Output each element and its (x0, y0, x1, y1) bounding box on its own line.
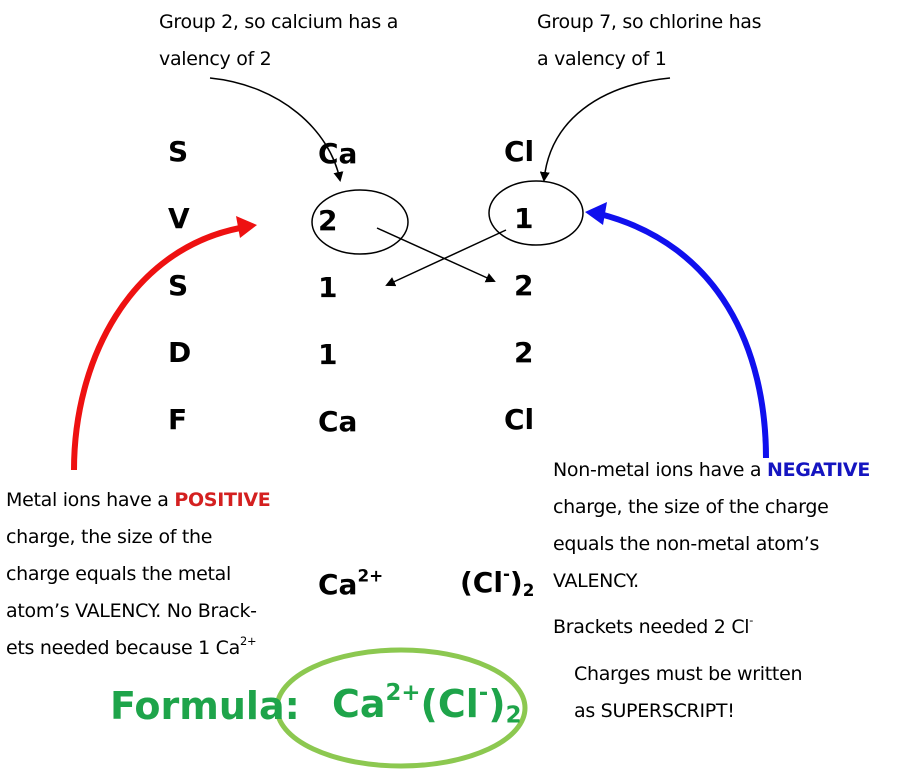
formula-circle (274, 647, 528, 769)
formula-bracket: ) (488, 682, 506, 726)
calcium-ion: Ca2+ (318, 565, 384, 601)
swap-arrow-cl-to-ca (385, 229, 507, 287)
chlorine-divide: 2 (514, 336, 534, 369)
formula-cl: (Cl (420, 682, 479, 726)
ion-bracket: ) (509, 566, 523, 599)
superscript-note: Charges must be written as SUPERSCRIPT! (574, 656, 803, 730)
nonmetal-ion-note: Non-metal ions have a NEGATIVE charge, t… (553, 452, 870, 600)
blue-arrowhead (585, 202, 607, 225)
note-text: Brackets needed 2 Cl (553, 616, 750, 638)
label-v: V (168, 202, 190, 235)
calcium-valency-circle (311, 189, 409, 255)
label-f: F (168, 403, 188, 436)
calcium-divide: 1 (318, 338, 338, 371)
note-line: valency of 2 (159, 48, 272, 70)
calcium-valency: 2 (318, 204, 338, 237)
chlorine-valency: 1 (514, 202, 534, 235)
ion-count: 2 (522, 580, 535, 601)
note-superscript: - (749, 612, 754, 627)
note-line: as SUPERSCRIPT! (574, 700, 735, 722)
note-text: ets needed because 1 Ca (6, 637, 240, 659)
note-line: Group 7, so chlorine has (537, 11, 762, 33)
metal-ion-note: Metal ions have a POSITIVE charge, the s… (6, 482, 271, 667)
chlorine-final: Cl (504, 403, 535, 436)
formula-label: Formula: (110, 684, 300, 728)
note-text: Metal ions have a (6, 489, 175, 511)
note-text: Non-metal ions have a (553, 459, 767, 481)
note-line: Group 2, so calcium has a (159, 11, 399, 33)
formula-count: 2 (505, 702, 522, 729)
ion-charge: 2+ (357, 565, 384, 586)
positive-highlight: POSITIVE (174, 489, 271, 511)
calcium-callout-arrow (209, 77, 344, 182)
swap-arrow-ca-to-cl (376, 227, 496, 283)
formula-cl-charge: - (478, 679, 489, 706)
chlorine-valency-circle (488, 180, 584, 246)
note-line: a valency of 1 (537, 48, 667, 70)
ion-symbol: (Cl (460, 566, 503, 599)
note-line: Charges must be written (574, 663, 803, 685)
formula-value: Ca2+(Cl-)2 (332, 679, 522, 729)
chlorine-group-note: Group 7, so chlorine has a valency of 1 (537, 4, 762, 78)
red-positive-arrow (71, 225, 241, 471)
label-s1: S (168, 135, 189, 168)
red-arrowhead (236, 216, 257, 238)
ion-charge: - (502, 563, 510, 584)
note-line: atom’s VALENCY. No Brack- (6, 600, 257, 622)
brackets-note: Brackets needed 2 Cl- (553, 609, 753, 646)
note-superscript: 2+ (240, 633, 257, 648)
label-d: D (168, 336, 192, 369)
note-line: ets needed because 1 Ca2+ (6, 630, 270, 667)
ion-symbol: Ca (318, 568, 358, 601)
note-line: equals the non-metal atom’s (553, 533, 820, 555)
chlorine-swap: 2 (514, 269, 534, 302)
calcium-swap: 1 (318, 271, 338, 304)
note-line: charge equals the metal (6, 563, 231, 585)
note-line: charge, the size of the charge (553, 496, 829, 518)
formula-ca: Ca (332, 682, 386, 726)
note-line: Metal ions have a POSITIVE (6, 482, 271, 519)
note-line: Non-metal ions have a NEGATIVE (553, 452, 870, 489)
note-line: charge, the size of the (6, 526, 213, 548)
blue-negative-arrow (599, 211, 769, 459)
calcium-final: Ca (318, 405, 358, 438)
formula-ca-charge: 2+ (385, 679, 421, 706)
chlorine-symbol: Cl (504, 135, 535, 168)
chlorine-callout-arrow (539, 77, 671, 182)
note-line: VALENCY. (553, 570, 639, 592)
negative-highlight: NEGATIVE (766, 459, 871, 481)
chloride-ion: (Cl-)2 (460, 563, 535, 601)
label-s2: S (168, 269, 189, 302)
calcium-symbol: Ca (318, 137, 358, 170)
calcium-group-note: Group 2, so calcium has a valency of 2 (159, 4, 398, 78)
